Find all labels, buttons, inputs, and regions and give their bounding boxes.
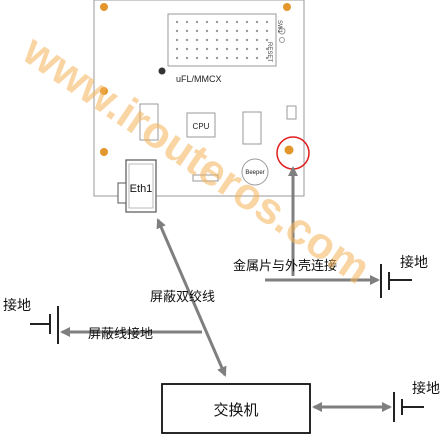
pin-dot (215, 29, 219, 33)
pin-dot (195, 38, 199, 42)
pin-dot (245, 47, 249, 51)
pin-dot (195, 47, 199, 51)
mounting-pad-bottom-left (100, 148, 108, 156)
shielded-cable-label: 屏蔽双绞线 (150, 289, 215, 305)
pin-dot (245, 56, 249, 60)
ground-label-right: 接地 (400, 254, 428, 271)
shield-ground-label: 屏蔽线接地 (88, 326, 153, 342)
ground-label-left: 接地 (3, 297, 31, 314)
pin-dot (235, 20, 239, 24)
pin-dot (225, 38, 229, 42)
eth1-port (125, 159, 157, 213)
pin-dot (255, 38, 259, 42)
beeper-label: Beeper (245, 170, 264, 176)
pin-dot (175, 47, 179, 51)
pin-header-block (167, 13, 277, 67)
ufl-label: uFL/MMCX (176, 74, 222, 84)
pin-dot (255, 20, 259, 24)
pin-dot (245, 38, 249, 42)
pin-dot (205, 56, 209, 60)
pin-dot (185, 56, 189, 60)
pin-dot (225, 29, 229, 33)
shielded-cable-arrow (156, 218, 227, 377)
switch-label: 交换机 (213, 401, 258, 419)
pin-dot (225, 20, 229, 24)
pin-dot (185, 47, 189, 51)
mounting-pad-bottom-right (284, 145, 294, 155)
pin-dot (235, 47, 239, 51)
pin-dot (205, 20, 209, 24)
pin-dot (245, 20, 249, 24)
pin-dot (215, 47, 219, 51)
pin-dot (195, 56, 199, 60)
pin-dot (175, 20, 179, 24)
sw-label: SW1 (276, 20, 282, 34)
pin-dot (225, 56, 229, 60)
switch-box (161, 383, 311, 434)
ground-label-switch: 接地 (412, 380, 440, 397)
pin-dot (265, 20, 269, 24)
ground-symbol-left (30, 306, 59, 344)
pin-dot (225, 47, 229, 51)
pin-dot (245, 29, 249, 33)
pin-dot (265, 38, 269, 42)
pin-dot (235, 56, 239, 60)
small-chip (192, 174, 219, 182)
pin-grid (175, 20, 269, 60)
eth1-port-inner (128, 163, 154, 209)
mounting-pad-mid-left (100, 87, 108, 95)
eth1-port-tab (117, 182, 127, 204)
pin-dot (255, 29, 259, 33)
pin-dot (205, 47, 209, 51)
mounting-pad-top-right (283, 3, 291, 11)
cpu-chip (186, 112, 216, 138)
pin-dot (185, 38, 189, 42)
pin-dot (175, 38, 179, 42)
side-pin (278, 27, 286, 35)
beeper-icon (241, 158, 269, 186)
pin-dot (255, 47, 259, 51)
ground-symbol-switch (393, 392, 424, 422)
pin-dot (215, 38, 219, 42)
eth1-label: Eth1 (130, 183, 153, 195)
cpu-label: CPU (193, 122, 210, 131)
pin-dot (205, 38, 209, 42)
pin-dot (265, 29, 269, 33)
ufl-connector-icon (158, 67, 166, 75)
pin-dot (235, 38, 239, 42)
pin-dot (185, 20, 189, 24)
pin-dot (265, 56, 269, 60)
reset-label: RESET (266, 42, 272, 62)
pin-dot (195, 20, 199, 24)
metal-plate-label: 金属片与外壳连接 (233, 258, 337, 274)
pin-dot (255, 56, 259, 60)
pin-dot (175, 56, 179, 60)
side-pin (279, 37, 285, 43)
mounting-pad-top-left (100, 3, 108, 11)
ground-symbol-right (380, 264, 412, 298)
side-connector (286, 105, 297, 120)
memory-chip-right (242, 111, 262, 145)
pin-dot (205, 29, 209, 33)
pin-dot (235, 29, 239, 33)
pin-dot (215, 56, 219, 60)
pin-dot (215, 20, 219, 24)
pin-dot (195, 29, 199, 33)
router-board: RESET SW1 uFL/MMCX CPU Beeper Eth1 (93, 0, 305, 213)
pin-dot (185, 29, 189, 33)
pin-dot (175, 29, 179, 33)
pin-dot (265, 47, 269, 51)
memory-chip-left (139, 103, 159, 141)
